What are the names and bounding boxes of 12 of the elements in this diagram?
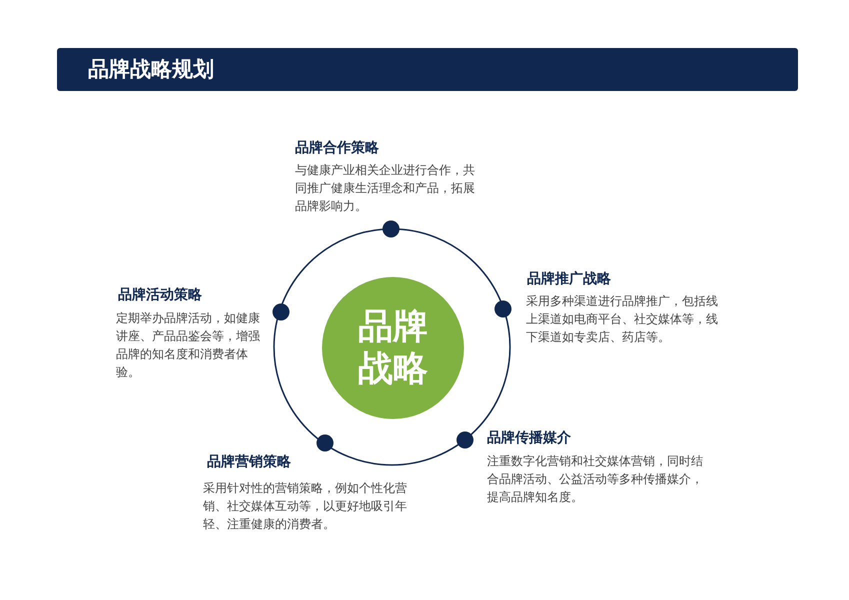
section-heading: 品牌传播媒介 <box>487 429 571 447</box>
title-banner: 品牌战略规划 <box>57 48 798 91</box>
description-text: 定期举办品牌活动，如健康讲座、产品品鉴会等，增强品牌的知名度和消费者体验。 <box>116 310 261 381</box>
description-text: 采用针对性的营销策略，例如个性化营销、社交媒体互动等，以更好地吸引年轻、注重健康的消费者。 <box>203 480 408 533</box>
section-heading: 品牌推广战略 <box>527 270 611 288</box>
description-text: 与健康产业相关企业进行合作，共同推广健康生活理念和产品，拓展品牌影响力。 <box>295 162 476 215</box>
description-text: 注重数字化营销和社交媒体营销，同时结合品牌活动、公益活动等多种传播媒介，提高品牌知名度。 <box>487 453 704 506</box>
section-heading: 品牌合作策略 <box>295 139 379 157</box>
section-heading: 品牌活动策略 <box>118 286 202 304</box>
center-text: 品牌战略 <box>357 306 429 390</box>
description-text: 采用多种渠道进行品牌推广，包括线上渠道如电商平台、社交媒体等，线下渠道如专卖店、药店等。 <box>526 293 719 346</box>
section-heading: 品牌营销策略 <box>207 453 291 471</box>
